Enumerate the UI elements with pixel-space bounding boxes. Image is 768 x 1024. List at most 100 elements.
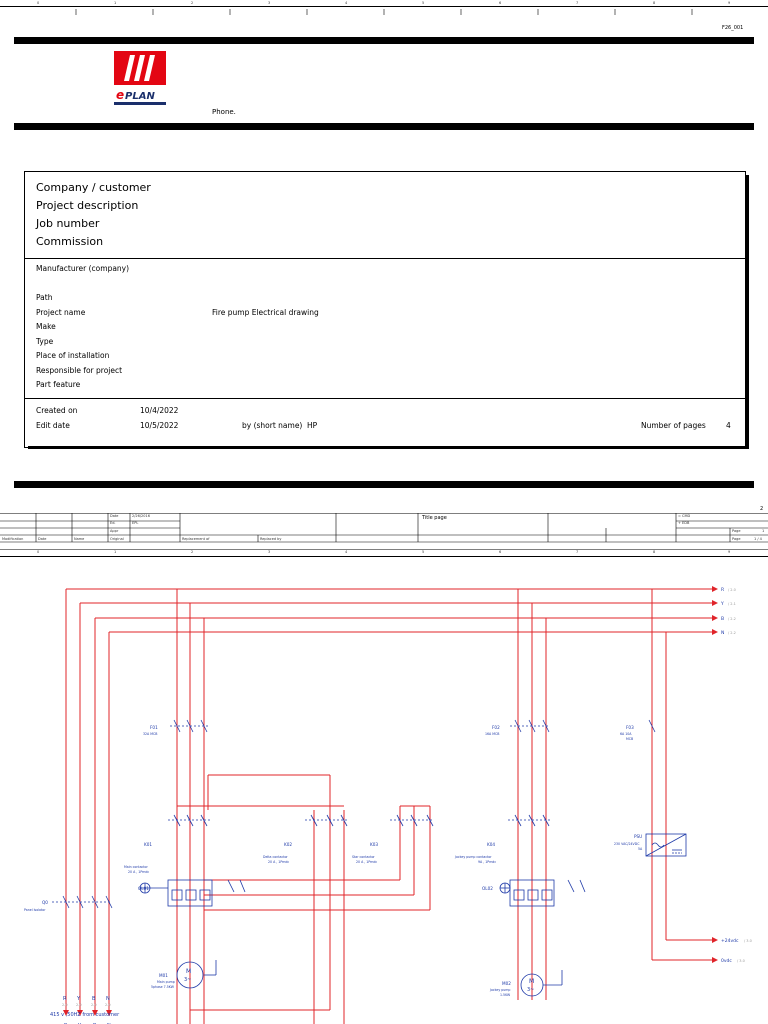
supply-n-html: N bbox=[106, 996, 110, 1002]
supply-r-html: R bbox=[63, 996, 67, 1002]
title-block-shadow-right bbox=[746, 175, 749, 449]
upper-thick-bar bbox=[14, 123, 754, 130]
footer-date-label: Date bbox=[110, 514, 119, 518]
ol02-tag: OL02 bbox=[482, 886, 493, 891]
by-value: HP bbox=[307, 421, 318, 430]
footer-page-value: 1 bbox=[762, 529, 765, 533]
title-block-frame bbox=[24, 171, 746, 448]
title-block-shadow-bottom bbox=[28, 446, 749, 449]
k03-symbol bbox=[390, 814, 434, 827]
supply-n-ref: 2.0 bbox=[105, 1003, 111, 1007]
k01-symbol bbox=[168, 814, 210, 827]
schematic: F01 32A MCB F02 16A MCB F03 6A 10A MCB K… bbox=[24, 586, 752, 1024]
q0-symbol bbox=[52, 895, 113, 909]
footer-appr-label: Appr bbox=[110, 529, 119, 533]
m01-symbol bbox=[176, 960, 217, 989]
footer-plus: + EDB bbox=[678, 521, 690, 525]
f03-desc2: MCB bbox=[626, 737, 633, 741]
ruler-num-4: 4 bbox=[345, 1, 348, 5]
q0-tag: Q0 bbox=[42, 900, 48, 905]
footer-date-col-label: Date bbox=[38, 537, 47, 541]
f02-desc: 16A MCB bbox=[485, 732, 499, 736]
psu-symbol bbox=[645, 833, 687, 857]
bus-arrows bbox=[63, 586, 718, 1016]
commission-label: Commission bbox=[36, 235, 104, 248]
m02-symbol bbox=[520, 970, 563, 997]
psu-tag: PSU bbox=[634, 834, 642, 839]
bus-r-ref: / 2.0 bbox=[728, 588, 736, 592]
lower-thick-bar bbox=[14, 481, 754, 488]
supply-note: 415 v ,50HZ from customer bbox=[50, 1012, 120, 1018]
m01-tag: M01 bbox=[159, 973, 168, 978]
k02-symbol bbox=[305, 814, 348, 827]
eplan-logo: e PLAN bbox=[114, 51, 166, 113]
place-label: Place of installation bbox=[36, 351, 110, 360]
psu-desc: 230 VAC/24VDC bbox=[614, 842, 640, 846]
created-value: 10/4/2022 bbox=[140, 406, 179, 415]
footer-page2-label: Page bbox=[732, 537, 741, 541]
m01-desc: Main pump bbox=[157, 980, 175, 984]
k03-desc: Star contactor bbox=[352, 855, 375, 859]
ruler-num-9: 9 bbox=[728, 1, 731, 5]
footer-replacement-label: Replacement of bbox=[182, 537, 210, 541]
component-labels: F01 32A MCB F02 16A MCB F03 6A 10A MCB K… bbox=[24, 725, 643, 997]
bruler-num-4: 4 bbox=[345, 550, 348, 554]
ruler-num-3: 3 bbox=[268, 1, 271, 5]
top-ruler bbox=[0, 0, 768, 15]
page-number: 2 bbox=[760, 506, 764, 512]
bus-n-ref: / 2.2 bbox=[728, 631, 736, 635]
dc-plus-label: +24vdc bbox=[721, 938, 739, 944]
component-symbols bbox=[52, 719, 687, 997]
ruler-num-2: 2 bbox=[191, 1, 194, 5]
bus-b-label: B bbox=[721, 616, 724, 622]
psu-desc2: 5A bbox=[638, 847, 643, 851]
k01-desc: Main contactor bbox=[124, 865, 149, 869]
bus-y-label: Y bbox=[720, 601, 724, 607]
by-label: by (short name) bbox=[242, 421, 303, 430]
ol02-symbol bbox=[499, 879, 555, 907]
ruler-num-5: 5 bbox=[422, 1, 425, 5]
bus-n-label: N bbox=[721, 630, 724, 636]
supply-y-html: Y bbox=[77, 996, 81, 1002]
ruler-num-7: 7 bbox=[576, 1, 579, 5]
bruler-num-0: 0 bbox=[37, 550, 40, 554]
bus-y-ref: / 2.1 bbox=[728, 602, 736, 606]
f01-symbol bbox=[170, 719, 210, 733]
manufacturer-label: Manufacturer (company) bbox=[36, 264, 130, 273]
f02-symbol bbox=[510, 719, 550, 733]
bruler-num-9: 9 bbox=[728, 550, 731, 554]
f03-desc: 6A 10A bbox=[620, 732, 632, 736]
bruler-num-6: 6 bbox=[499, 550, 502, 554]
footer-original-label: Original bbox=[110, 537, 124, 541]
bruler-num-5: 5 bbox=[422, 550, 425, 554]
svg-text:e: e bbox=[116, 88, 124, 102]
k04-symbol bbox=[508, 814, 550, 827]
path-label: Path bbox=[36, 293, 53, 302]
company-label: Company / customer bbox=[36, 181, 151, 194]
sheet-code: F26_001 bbox=[722, 25, 744, 31]
ruler-num-6: 6 bbox=[499, 1, 502, 5]
project-name-label: Project name bbox=[36, 308, 86, 317]
svg-text:PLAN: PLAN bbox=[125, 91, 155, 102]
bruler-num-1: 1 bbox=[114, 550, 117, 554]
type-label: Type bbox=[36, 337, 54, 346]
m01-m: M bbox=[186, 968, 191, 975]
pages-value: 4 bbox=[726, 421, 731, 430]
ruler-num-1: 1 bbox=[114, 1, 117, 5]
ruler-num-0: 0 bbox=[37, 1, 40, 5]
k02-desc: Delta contactor bbox=[263, 855, 288, 859]
footer-grid bbox=[0, 513, 768, 550]
footer-page-label: Page bbox=[732, 529, 741, 533]
dc-plus-ref: / 3.0 bbox=[744, 939, 752, 943]
dc-zero-label: 0vdc bbox=[721, 958, 732, 964]
footer-name-label: Name bbox=[74, 537, 85, 541]
ol01-tag: OL01 bbox=[138, 886, 149, 891]
ruler-num-8: 8 bbox=[653, 1, 656, 5]
f01-tag: F01 bbox=[150, 725, 158, 730]
part-feature-label: Part feature bbox=[36, 380, 81, 389]
footer-cmd: = CMD bbox=[678, 514, 691, 518]
m01-phase: 3~ bbox=[184, 977, 191, 983]
supply-r-ref: 2.0 bbox=[62, 1003, 68, 1007]
m02-phase: 3~ bbox=[527, 987, 534, 993]
bruler-num-3: 3 bbox=[268, 550, 271, 554]
